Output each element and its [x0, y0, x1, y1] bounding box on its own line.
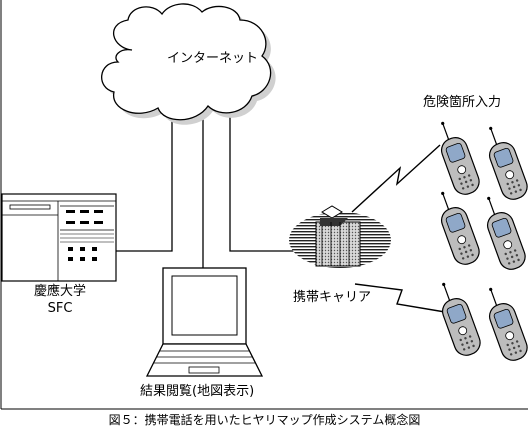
mobile-phone-icon: [488, 287, 528, 361]
mobile-phone-icon: [486, 196, 526, 270]
keio-label: 慶應大学: [33, 284, 86, 299]
results-label: 結果閲覧(地図表示): [140, 384, 255, 399]
mobile-phone-icon: [440, 121, 480, 195]
carrier-building-icon: [289, 205, 391, 268]
signal-bolt-icons: [351, 144, 446, 313]
carrier-label: 携帯キャリア: [293, 290, 372, 305]
diagram-frame: [0, 0, 528, 410]
mobile-phone-icon: [440, 191, 480, 265]
mobile-phone-icon: [488, 126, 528, 200]
sfc-label: SFC: [47, 301, 73, 316]
cloud-icon: [101, 3, 276, 125]
server-icon: [1, 193, 117, 282]
mobile-phone-icon: [441, 282, 481, 356]
connection-lines: [116, 114, 298, 268]
internet-label: インターネット: [167, 51, 259, 66]
figure-caption: 図５：携帯電話を用いたヒヤリマップ作成システム概念図: [108, 413, 421, 427]
laptop-icon: [145, 267, 264, 377]
danger-input-label: 危険箇所入力: [423, 95, 502, 110]
mobile-phones: [440, 121, 528, 361]
